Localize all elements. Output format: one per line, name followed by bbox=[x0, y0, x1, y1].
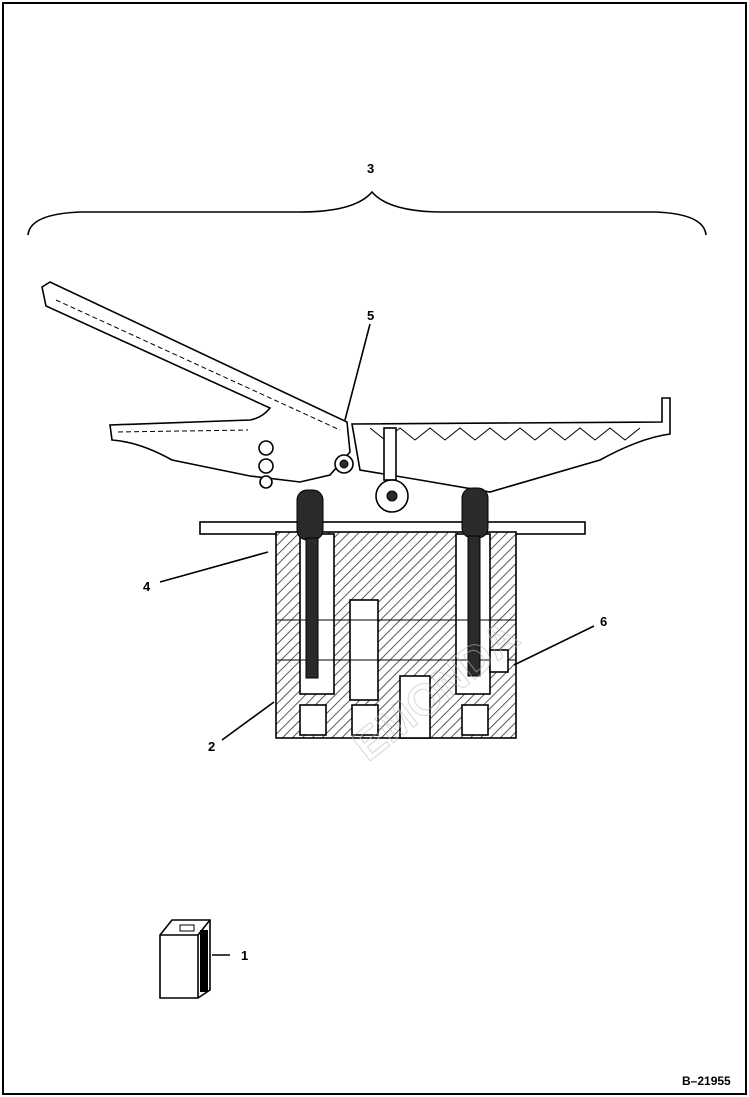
side-fitting bbox=[489, 649, 509, 673]
plunger-left bbox=[296, 489, 324, 541]
block-component bbox=[159, 919, 211, 999]
leader-6 bbox=[513, 625, 595, 666]
figure-code: B–21955 bbox=[682, 1074, 731, 1088]
callout-6: 6 bbox=[600, 614, 607, 629]
foot-plate bbox=[351, 397, 671, 493]
callout-3: 3 bbox=[367, 161, 374, 176]
pedal-arm bbox=[41, 281, 351, 483]
callout-4: 4 bbox=[143, 579, 151, 594]
leader-5 bbox=[344, 323, 371, 421]
assembly-brace bbox=[27, 190, 707, 236]
leader-4 bbox=[159, 551, 269, 583]
linkage-rod bbox=[383, 427, 397, 481]
plunger-right bbox=[461, 487, 489, 539]
callout-5: 5 bbox=[367, 308, 374, 323]
callout-1: 1 bbox=[241, 948, 248, 963]
callout-2: 2 bbox=[208, 739, 215, 754]
leader-2 bbox=[221, 701, 275, 741]
